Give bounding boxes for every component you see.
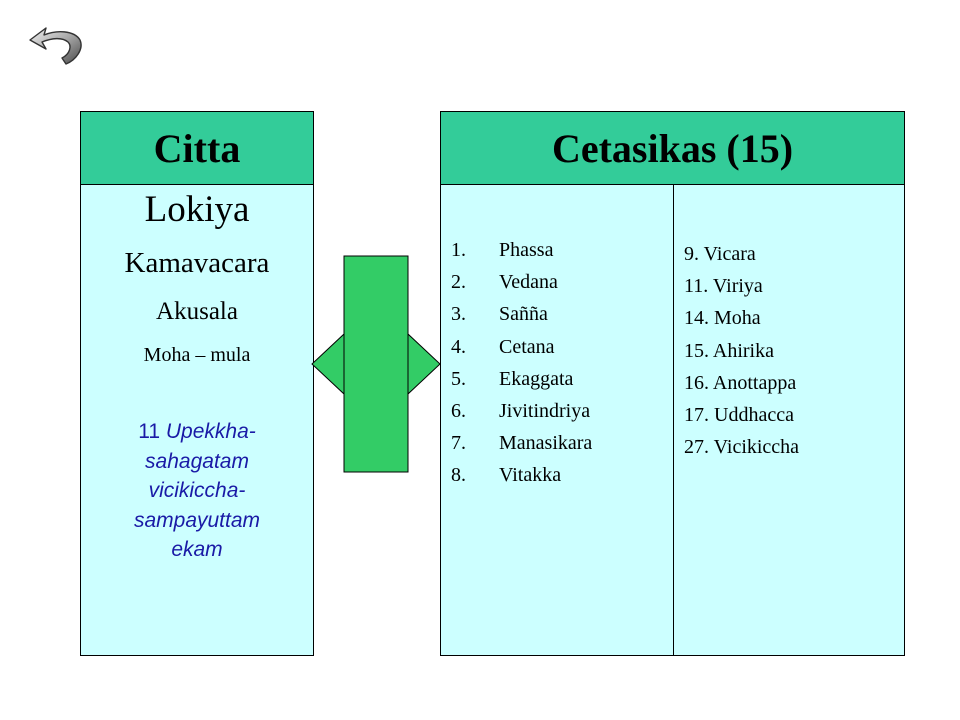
list-item: 2. Vedana — [451, 266, 592, 298]
cetasika-list-left: 1. Phassa 2. Vedana 3. Sañña 4. Cetana 5. Eka… — [451, 234, 592, 492]
double-headed-arrow-icon — [311, 255, 441, 473]
list-item: 27. Vicikiccha — [684, 436, 800, 459]
list-item-name: Vitakka — [499, 464, 562, 487]
citta-type-number: 11 — [138, 420, 161, 443]
list-item: 5. Ekaggata — [451, 363, 592, 395]
list-item: 15. Ahirika — [684, 339, 774, 362]
list-item-number: 2. — [451, 271, 466, 294]
list-item-name: Jivitindriya — [499, 400, 591, 423]
list-item-name: Vedana — [499, 271, 558, 294]
list-item-name: Ekaggata — [499, 367, 574, 390]
list-item-name: Manasikara — [499, 432, 593, 455]
back-icon[interactable] — [26, 22, 84, 66]
list-item: 11. Viriya — [684, 275, 763, 298]
list-item: 17. Uddhacca — [684, 404, 794, 427]
citta-type-line: sahagatam — [145, 449, 249, 473]
kamavacara-label: Kamavacara — [124, 247, 270, 279]
list-item-name: Cetana — [499, 335, 555, 358]
lokiya-label: Lokiya — [144, 189, 250, 230]
list-item-number: 4. — [451, 335, 466, 358]
cetasikas-header: Cetasikas (15) — [441, 112, 904, 185]
citta-header: Citta — [81, 112, 313, 185]
list-item: 7. Manasikara — [451, 427, 592, 459]
citta-type-line-text: Upekkha- — [165, 420, 256, 443]
akusala-label: Akusala — [156, 298, 238, 325]
list-item: 1. Phassa — [451, 234, 592, 266]
list-item-number: 8. — [451, 464, 466, 487]
list-item-number: 3. — [451, 303, 466, 326]
citta-type-name: 11 Upekkha- sahagatam vicikiccha- sampay… — [87, 417, 307, 565]
list-item: 8. Vitakka — [451, 459, 592, 491]
citta-panel: Citta Lokiya Kamavacara Akusala Moha – m… — [80, 111, 314, 656]
list-item: 6. Jivitindriya — [451, 395, 592, 427]
citta-type-line: vicikiccha- — [148, 479, 246, 502]
list-item: 9. Vicara — [684, 243, 756, 265]
list-item: 16. Anottappa — [684, 371, 797, 394]
column-divider — [673, 185, 674, 655]
citta-type-line: sampayuttam — [133, 508, 261, 532]
list-item: 3. Sañña — [451, 298, 592, 330]
list-item-number: 1. — [451, 239, 466, 261]
cetasika-list-right: 9. Vicara 11. Viriya 14. Moha 15. Ahirik… — [684, 238, 799, 463]
citta-type-line: ekam — [171, 538, 223, 561]
list-item-number: 7. — [451, 432, 466, 455]
list-item-number: 6. — [451, 400, 466, 423]
list-item-name: Sañña — [499, 303, 548, 326]
list-item: 14. Moha — [684, 307, 761, 330]
citta-type-line: 11 Upekkha- — [87, 417, 307, 447]
list-item-name: Phassa — [499, 239, 554, 261]
list-item-number: 5. — [451, 367, 466, 390]
moha-mula-label: Moha – mula — [143, 344, 251, 366]
list-item: 4. Cetana — [451, 331, 592, 363]
cetasikas-panel: Cetasikas (15) 1. Phassa 2. Vedana 3. Sañña… — [440, 111, 905, 656]
